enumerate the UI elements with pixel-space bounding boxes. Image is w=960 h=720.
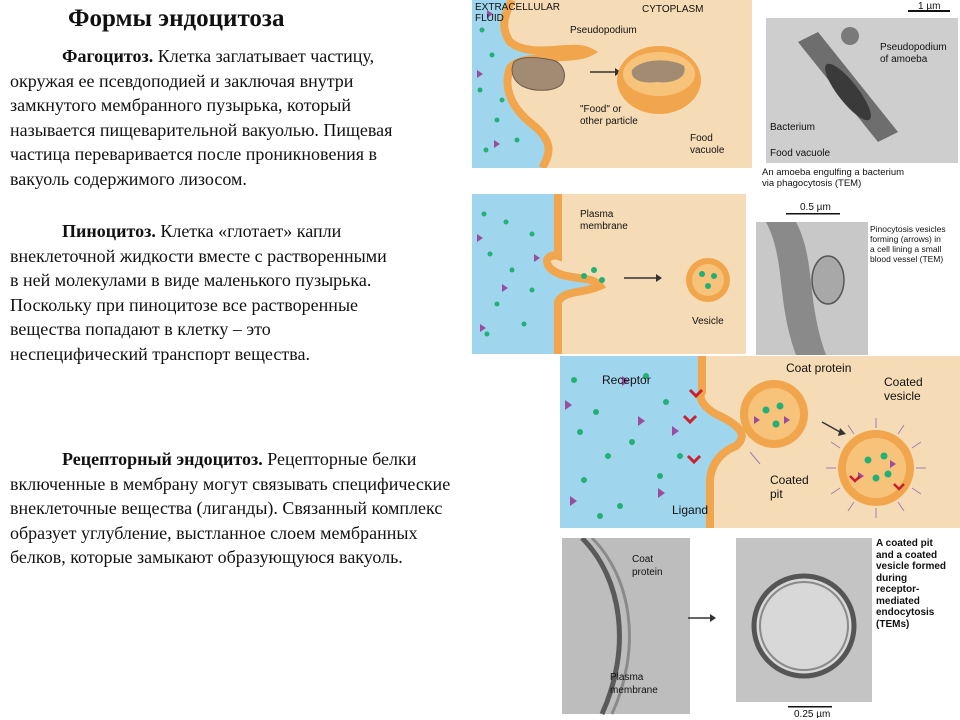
- phago-micrograph-caption: An amoeba engulfing a bacterium via phag…: [762, 167, 904, 189]
- coated-pit-label-2: pit: [770, 487, 783, 501]
- receptor-line-1: включенные в мембрану могут связывать сп…: [10, 473, 451, 494]
- pseudopodium-label: Pseudopodium: [570, 25, 637, 36]
- phagocytosis-heading: Фагоцитоз.: [62, 46, 154, 66]
- phagocytosis-diagram: EXTRACELLULAR FLUID CYTOPLASM Pseudopodi…: [472, 0, 752, 168]
- pinocytosis-paragraph: Пиноцитоз. Клетка «глотает» капли внекле…: [10, 219, 470, 366]
- plasma-label-1: Plasma: [610, 672, 644, 683]
- receptor-line-2: внеклеточные вещества (лиганды). Связанн…: [10, 498, 443, 518]
- pino-micrograph-caption: Pinocytosis vesicles forming (arrows) in…: [870, 224, 960, 264]
- receptor-scale-label: 0.25 µm: [794, 709, 830, 718]
- vacuole-label-2: vacuole: [690, 145, 725, 156]
- receptor-endocytosis-diagram: Receptor Coat protein Coated pit Coated …: [560, 356, 960, 528]
- pino-line-4: вещества попадают в клетку – это: [10, 319, 271, 339]
- vacuole-label-1: Food: [690, 133, 713, 144]
- pino-scale-label: 0.5 µm: [800, 202, 831, 213]
- phagocytosis-micrograph: 1 µm Pseudopodium of amoeba Bacterium Fo…: [766, 2, 958, 163]
- pinocytosis-heading: Пиноцитоз.: [62, 221, 156, 241]
- pinocytosis-micrograph: 0.5 µm: [756, 202, 868, 355]
- receptor-caption-line-4: receptor-: [876, 584, 920, 595]
- receptor-micrographs: Coat protein Plasma membrane 0.25 µm: [562, 538, 872, 718]
- pinocytosis-diagram: Plasma membrane Vesicle: [472, 194, 746, 354]
- phago-line-1: окружая ее псевдоподией и заключая внутр…: [10, 70, 354, 91]
- pino-line-5: неспецифический транспорт вещества.: [10, 343, 310, 364]
- extracellular-label: EXTRACELLULAR: [475, 2, 560, 13]
- pino-line-3: Поскольку при пиноцитозе все растворенны…: [10, 294, 359, 315]
- coat-label-2: protein: [632, 567, 663, 578]
- phago-line-0: Клетка заглатывает частицу,: [157, 46, 375, 66]
- phago-caption-line-1: via phagocytosis (TEM): [762, 178, 862, 189]
- phago-line-3: называется пищеварительной вакуолью. Пищ…: [10, 119, 393, 140]
- pseudopodium-amoeba-label-2: of amoeba: [880, 54, 928, 65]
- coat-protein-label: Coat protein: [786, 361, 851, 375]
- pino-line-0: Клетка «глотает» капли: [160, 221, 342, 241]
- coat-label-1: Coat: [632, 554, 653, 565]
- phago-scale-label: 1 µm: [918, 2, 940, 12]
- ligand-label: Ligand: [672, 503, 708, 517]
- receptor-caption-line-1: and a coated: [876, 549, 938, 561]
- pino-line-1: внеклеточной жидкости вместе с растворен…: [10, 245, 387, 266]
- plasma-membrane-label-2: membrane: [580, 221, 628, 232]
- pino-line-2: в ней молекулами в виде маленького пузыр…: [10, 270, 372, 290]
- phago-line-4: частица переваривается после проникновен…: [10, 144, 377, 164]
- fluid-label: FLUID: [475, 13, 504, 24]
- receptor-line-4: белков, которые замыкают образующуюся ва…: [10, 547, 403, 567]
- receptor-endocytosis-paragraph: Рецепторный эндоцитоз. Рецепторные белки…: [10, 447, 535, 570]
- receptor-caption-line-0: A coated pit: [876, 538, 933, 549]
- pino-caption-line-2: a cell lining a small: [870, 244, 942, 254]
- pino-caption-line-1: forming (arrows) in: [870, 234, 941, 244]
- food-label-2: other particle: [580, 116, 638, 127]
- receptor-caption-line-7: (TEMs): [876, 618, 910, 630]
- pseudopodium-amoeba-label-1: Pseudopodium: [880, 42, 947, 53]
- plasma-membrane-label-1: Plasma: [580, 209, 614, 220]
- plasma-label-2: membrane: [610, 685, 658, 696]
- pino-caption-line-3: blood vessel (TEM): [870, 254, 944, 264]
- food-vacuole-label: Food vacuole: [770, 148, 830, 159]
- receptor-caption-line-6: endocytosis: [876, 607, 935, 618]
- coated-vesicle-label-2: vesicle: [884, 389, 921, 403]
- receptor-line-3: образует углубление, выстланное слоем ме…: [10, 522, 418, 543]
- pino-caption-line-0: Pinocytosis vesicles: [870, 224, 946, 234]
- food-label-1: "Food" or: [580, 104, 622, 115]
- phago-caption-line-0: An amoeba engulfing a bacterium: [762, 167, 905, 178]
- receptor-caption-line-5: mediated: [876, 595, 920, 607]
- coated-vesicle-label-1: Coated: [884, 375, 923, 389]
- bacterium-label: Bacterium: [770, 122, 815, 133]
- coated-pit-label-1: Coated: [770, 473, 809, 487]
- phagocytosis-paragraph: Фагоцитоз. Клетка заглатывает частицу, о…: [10, 44, 465, 191]
- phago-line-2: замкнутого мембранного пузырька, который: [10, 95, 352, 115]
- receptor-line-0: Рецепторные белки: [267, 449, 417, 469]
- receptor-caption-line-3: during: [876, 572, 908, 584]
- receptor-heading: Рецепторный эндоцитоз.: [62, 449, 263, 469]
- cytoplasm-label: CYTOPLASM: [642, 4, 704, 15]
- receptor-caption-line-2: vesicle formed: [876, 561, 947, 572]
- receptor-micrograph-caption: A coated pit and a coated vesicle formed…: [876, 538, 960, 630]
- receptor-label: Receptor: [602, 373, 651, 387]
- phago-line-5: вакуоль содержимого лизосом.: [10, 168, 247, 189]
- page-title: Формы эндоцитоза: [68, 5, 285, 32]
- vesicle-label: Vesicle: [692, 316, 724, 327]
